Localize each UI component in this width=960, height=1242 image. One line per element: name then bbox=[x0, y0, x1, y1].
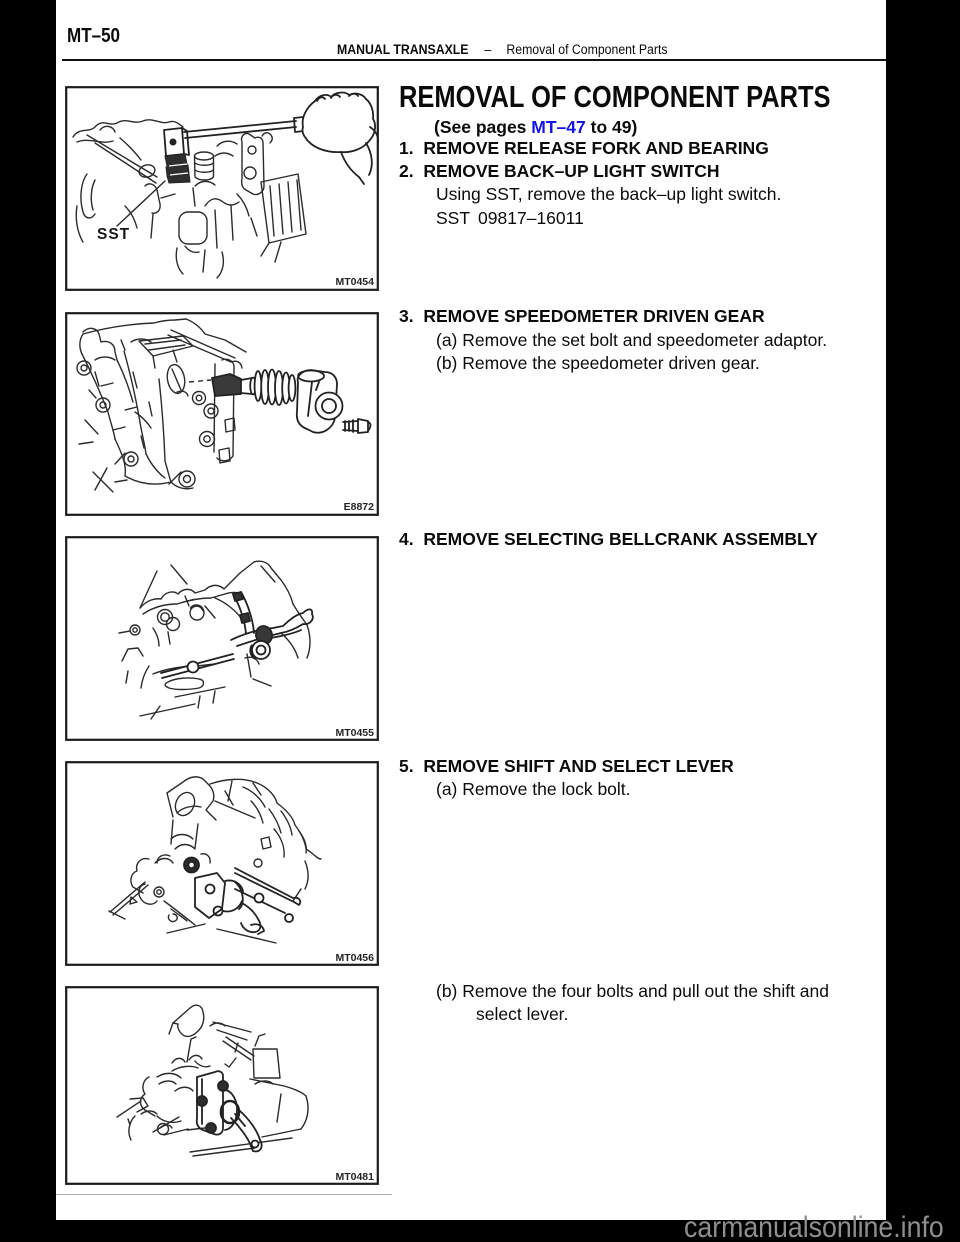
svg-text:MT0454: MT0454 bbox=[335, 276, 374, 288]
svg-text:MT0455: MT0455 bbox=[335, 727, 374, 739]
svg-text:MT0456: MT0456 bbox=[335, 952, 374, 964]
svg-text:MT0481: MT0481 bbox=[335, 1171, 374, 1183]
svg-text:E8872: E8872 bbox=[344, 501, 375, 513]
svg-text:SST: SST bbox=[97, 226, 130, 243]
